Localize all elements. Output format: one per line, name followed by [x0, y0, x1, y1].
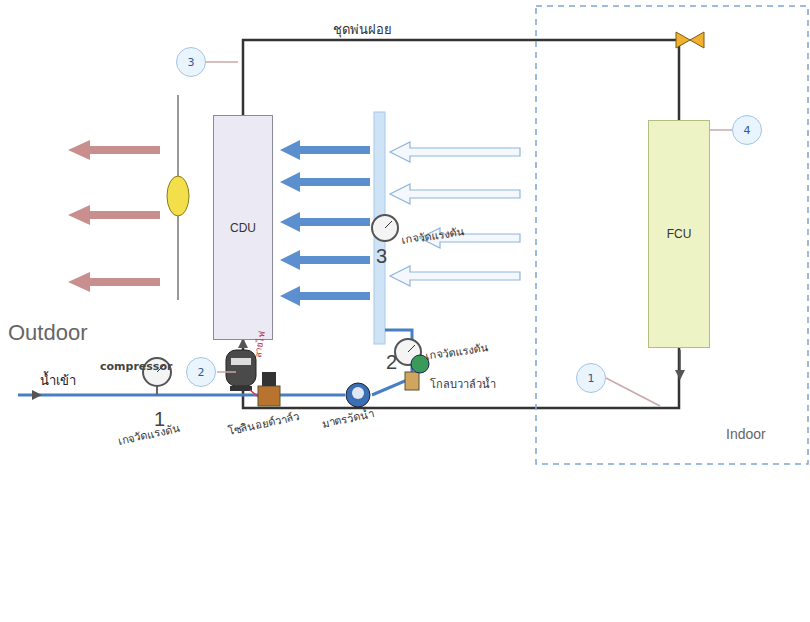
fan-coil-box: FCU: [648, 120, 710, 348]
fan: [167, 95, 189, 300]
water-meter: [346, 383, 370, 407]
part-label: โกลบวาล์วน้ำ: [430, 378, 496, 391]
compressor-symbol: [226, 350, 256, 391]
refrigerant-pipe: [243, 340, 679, 408]
part-label: มาตรวัดน้ำ: [321, 407, 376, 431]
gauge-number: 3: [376, 244, 387, 268]
indoor-region: [536, 6, 808, 464]
callout-number: 4: [732, 115, 762, 145]
part-label: เกจวัดแรงดัน: [425, 341, 489, 363]
part-label: compressor: [100, 360, 172, 373]
inlet-label: น้ำเข้า: [40, 373, 76, 389]
callout-number: 2: [186, 357, 216, 387]
spray-arrows: [280, 140, 370, 306]
area-label: Indoor: [726, 426, 766, 443]
callout-number: 3: [176, 47, 206, 77]
expansion-valve: [676, 32, 704, 48]
solenoid-valve: [258, 372, 280, 406]
condenser-box: CDU: [213, 115, 273, 340]
part-label: เกจวัดแรงดัน: [117, 422, 181, 448]
pressure-gauge: [143, 215, 421, 395]
area-label: Outdoor: [8, 320, 88, 346]
part-label: โซลินอยด์วาล์ว: [227, 410, 301, 438]
gauge-number: 2: [386, 350, 397, 374]
callout-number: 1: [576, 363, 606, 393]
leader-lines: [206, 62, 732, 406]
flow-arrow: [679, 350, 681, 378]
part-label: ชุดพ่นฝอย: [333, 22, 392, 38]
globe-valve: [405, 355, 429, 390]
air-arrows: [390, 142, 520, 286]
node-label: CDU: [230, 221, 256, 235]
refrigerant-pipe: [243, 40, 679, 120]
exhaust-arrows: [68, 140, 160, 292]
node-label: FCU: [667, 227, 692, 241]
